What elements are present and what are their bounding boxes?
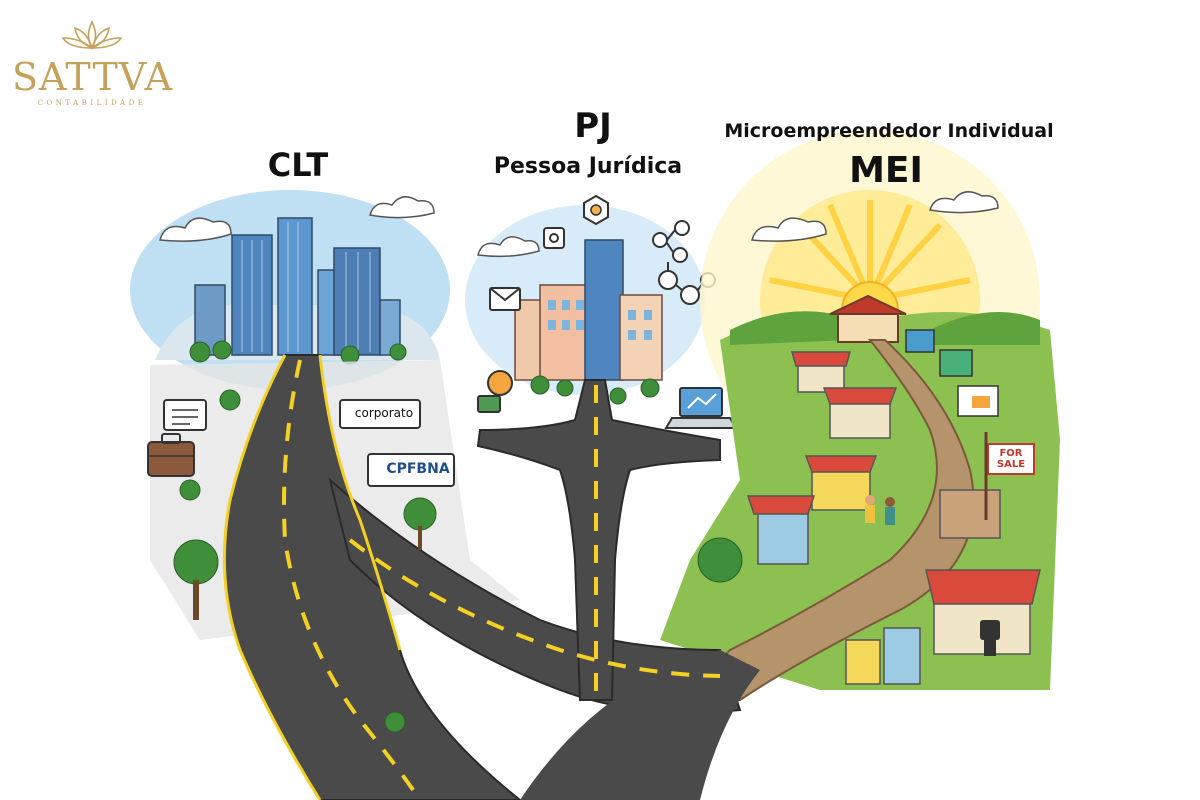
cloud-icon	[751, 191, 999, 242]
lotus-icon	[61, 20, 123, 50]
tool-stand	[845, 489, 1001, 685]
desk-chair-icon	[980, 620, 1000, 656]
roads	[222, 354, 760, 800]
cog-icon	[583, 194, 609, 226]
pj-subtitle: Pessoa Jurídica	[493, 154, 683, 179]
briefcase-icon	[147, 433, 195, 477]
document-icon	[163, 399, 207, 431]
corporate-sign-text: corporato	[354, 406, 414, 420]
envelope-icon	[489, 287, 521, 311]
brand-logo: SATTVA CONTABILIDADE	[12, 18, 172, 107]
cloud-icon	[477, 236, 540, 258]
coin-icon	[477, 370, 513, 413]
house-icon	[829, 294, 907, 343]
brand-subtitle: CONTABILIDADE	[37, 99, 147, 107]
gear-icon	[543, 227, 565, 249]
bushes	[189, 340, 407, 365]
people	[865, 495, 895, 525]
billboards	[905, 329, 999, 417]
mei-subtitle: Microempreendedor Individual	[724, 120, 1054, 142]
trees	[173, 389, 743, 733]
pj-title: PJ	[574, 106, 612, 146]
pj-road	[476, 379, 721, 701]
clt-title: CLT	[267, 146, 329, 184]
lane-markings	[282, 359, 721, 800]
mei-scene	[660, 130, 1060, 701]
company-sign-text: CPFBNA	[386, 461, 450, 477]
pj-scene	[465, 194, 738, 429]
for-sale-sign-text: FOR SALE	[996, 448, 1026, 470]
cloud-icon	[159, 196, 435, 242]
signs	[339, 399, 1035, 520]
laptop-icon	[664, 387, 738, 429]
mei-title: MEI	[849, 150, 923, 191]
market-stall	[746, 351, 1041, 655]
brand-name: SATTVA	[12, 55, 174, 99]
